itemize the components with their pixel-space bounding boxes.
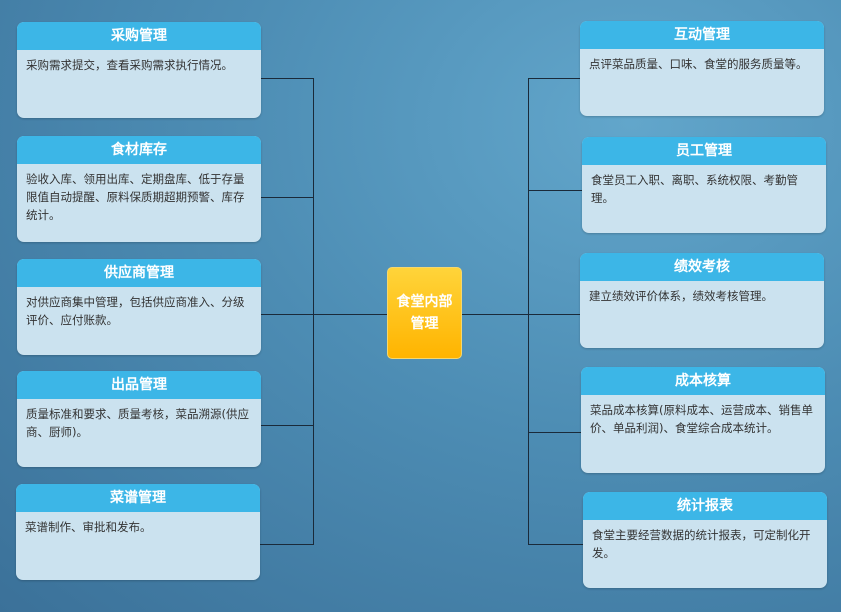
node-title: 供应商管理 (17, 259, 261, 287)
right-branch-line (528, 432, 581, 433)
right-trunk-line (528, 78, 529, 545)
node-desc: 对供应商集中管理，包括供应商准入、分级评价、应付账款。 (26, 295, 245, 327)
node-menu: 菜谱管理菜谱制作、审批和发布。 (16, 484, 260, 580)
node-title: 互动管理 (580, 21, 824, 49)
node-supplier: 供应商管理对供应商集中管理，包括供应商准入、分级评价、应付账款。 (17, 259, 261, 355)
node-desc: 点评菜品质量、口味、食堂的服务质量等。 (589, 57, 808, 71)
right-branch-line (528, 544, 583, 545)
node-title: 绩效考核 (580, 253, 824, 281)
left-branch-line (260, 544, 313, 545)
left-branch-line (260, 197, 313, 198)
center-title: 食堂内部管理 (396, 294, 453, 332)
right-branch-line (528, 190, 583, 191)
node-staff: 员工管理食堂员工入职、离职、系统权限、考勤管理。 (582, 137, 826, 233)
node-interaction: 互动管理点评菜品质量、口味、食堂的服务质量等。 (580, 21, 824, 116)
node-desc: 建立绩效评价体系，绩效考核管理。 (589, 289, 773, 303)
center-node: 食堂内部管理 (387, 267, 462, 359)
node-title: 员工管理 (582, 137, 826, 165)
node-desc: 质量标准和要求、质量考核，菜品溯源(供应商、厨师)。 (26, 407, 249, 439)
left-trunk-line (313, 78, 314, 545)
right-branch-line (528, 314, 581, 315)
node-desc: 菜品成本核算(原料成本、运营成本、销售单价、单品利润)、食堂综合成本统计。 (590, 403, 813, 435)
right-branch-line (528, 78, 581, 79)
left-branch-line (260, 425, 313, 426)
node-performance: 绩效考核建立绩效评价体系，绩效考核管理。 (580, 253, 824, 348)
left-branch-line (260, 78, 313, 79)
node-title: 出品管理 (17, 371, 261, 399)
node-desc: 食堂主要经营数据的统计报表，可定制化开发。 (592, 528, 811, 560)
node-output: 出品管理质量标准和要求、质量考核，菜品溯源(供应商、厨师)。 (17, 371, 261, 467)
node-costing: 成本核算菜品成本核算(原料成本、运营成本、销售单价、单品利润)、食堂综合成本统计… (581, 367, 825, 473)
node-title: 菜谱管理 (16, 484, 260, 512)
node-title: 统计报表 (583, 492, 827, 520)
node-title: 采购管理 (17, 22, 261, 50)
node-title: 成本核算 (581, 367, 825, 395)
node-reports: 统计报表食堂主要经营数据的统计报表，可定制化开发。 (583, 492, 827, 588)
node-desc: 食堂员工入职、离职、系统权限、考勤管理。 (591, 173, 798, 205)
node-desc: 验收入库、领用出库、定期盘库、低于存量限值自动提醒、原料保质期超期预警、库存统计… (26, 172, 245, 222)
node-procurement: 采购管理采购需求提交，查看采购需求执行情况。 (17, 22, 261, 118)
node-desc: 菜谱制作、审批和发布。 (25, 520, 152, 534)
node-inventory: 食材库存验收入库、领用出库、定期盘库、低于存量限值自动提醒、原料保质期超期预警、… (17, 136, 261, 242)
node-desc: 采购需求提交，查看采购需求执行情况。 (26, 58, 233, 72)
node-title: 食材库存 (17, 136, 261, 164)
